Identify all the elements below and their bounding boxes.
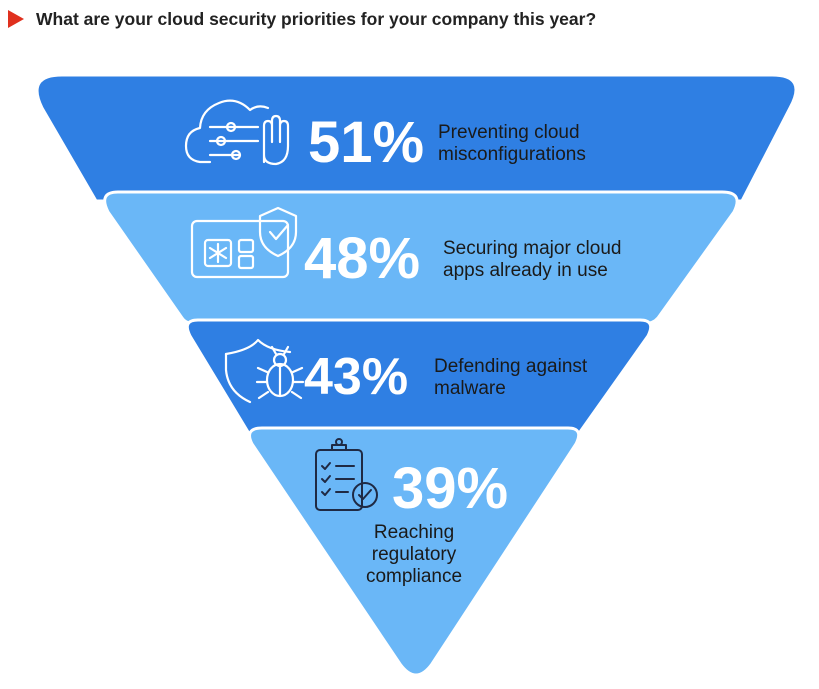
funnel-band-2-label-line-1: Securing major cloud [443,238,621,259]
funnel-band-1-label-line-1: Preventing cloud [438,122,580,143]
funnel-band-2-label-line-2: apps already in use [443,260,608,281]
funnel-band-3-label-line-2: malware [434,378,506,399]
checklist-clipboard-icon [315,438,378,511]
funnel-band-2-value: 48% [304,226,420,291]
funnel-band-3-shape [185,318,653,439]
funnel-band-4-label-line-2: regulatory [372,544,457,565]
app-window-shield-icon [190,206,298,279]
funnel-band-1-label-line-2: misconfigurations [438,144,586,165]
funnel-band-4: 39% Reaching regulatory compliance [248,426,581,677]
funnel-band-2-shape [103,190,739,326]
funnel-band-4-value: 39% [392,456,508,521]
question-title: What are your cloud security priorities … [36,8,597,29]
funnel-band-3: 43% Defending against malware [185,318,653,439]
funnel-band-4-shape [248,426,581,677]
funnel-band-4-label-line-1: Reaching [374,522,454,543]
triangle-marker-icon [8,10,24,28]
shield-bug-icon [224,338,305,404]
funnel-band-1-shape [35,73,798,203]
funnel-band-4-label-line-3: compliance [366,566,462,587]
cloud-sliders-hand-icon [184,99,290,166]
question-header: What are your cloud security priorities … [8,7,596,31]
funnel-band-2: 48% Securing major cloud apps already in… [103,190,739,326]
funnel-band-1-value: 51% [308,110,424,175]
funnel-band-3-label-line-1: Defending against [434,356,588,377]
funnel-band-3-value: 43% [304,348,408,406]
funnel-band-1: 51% Preventing cloud misconfigurations [35,73,798,203]
